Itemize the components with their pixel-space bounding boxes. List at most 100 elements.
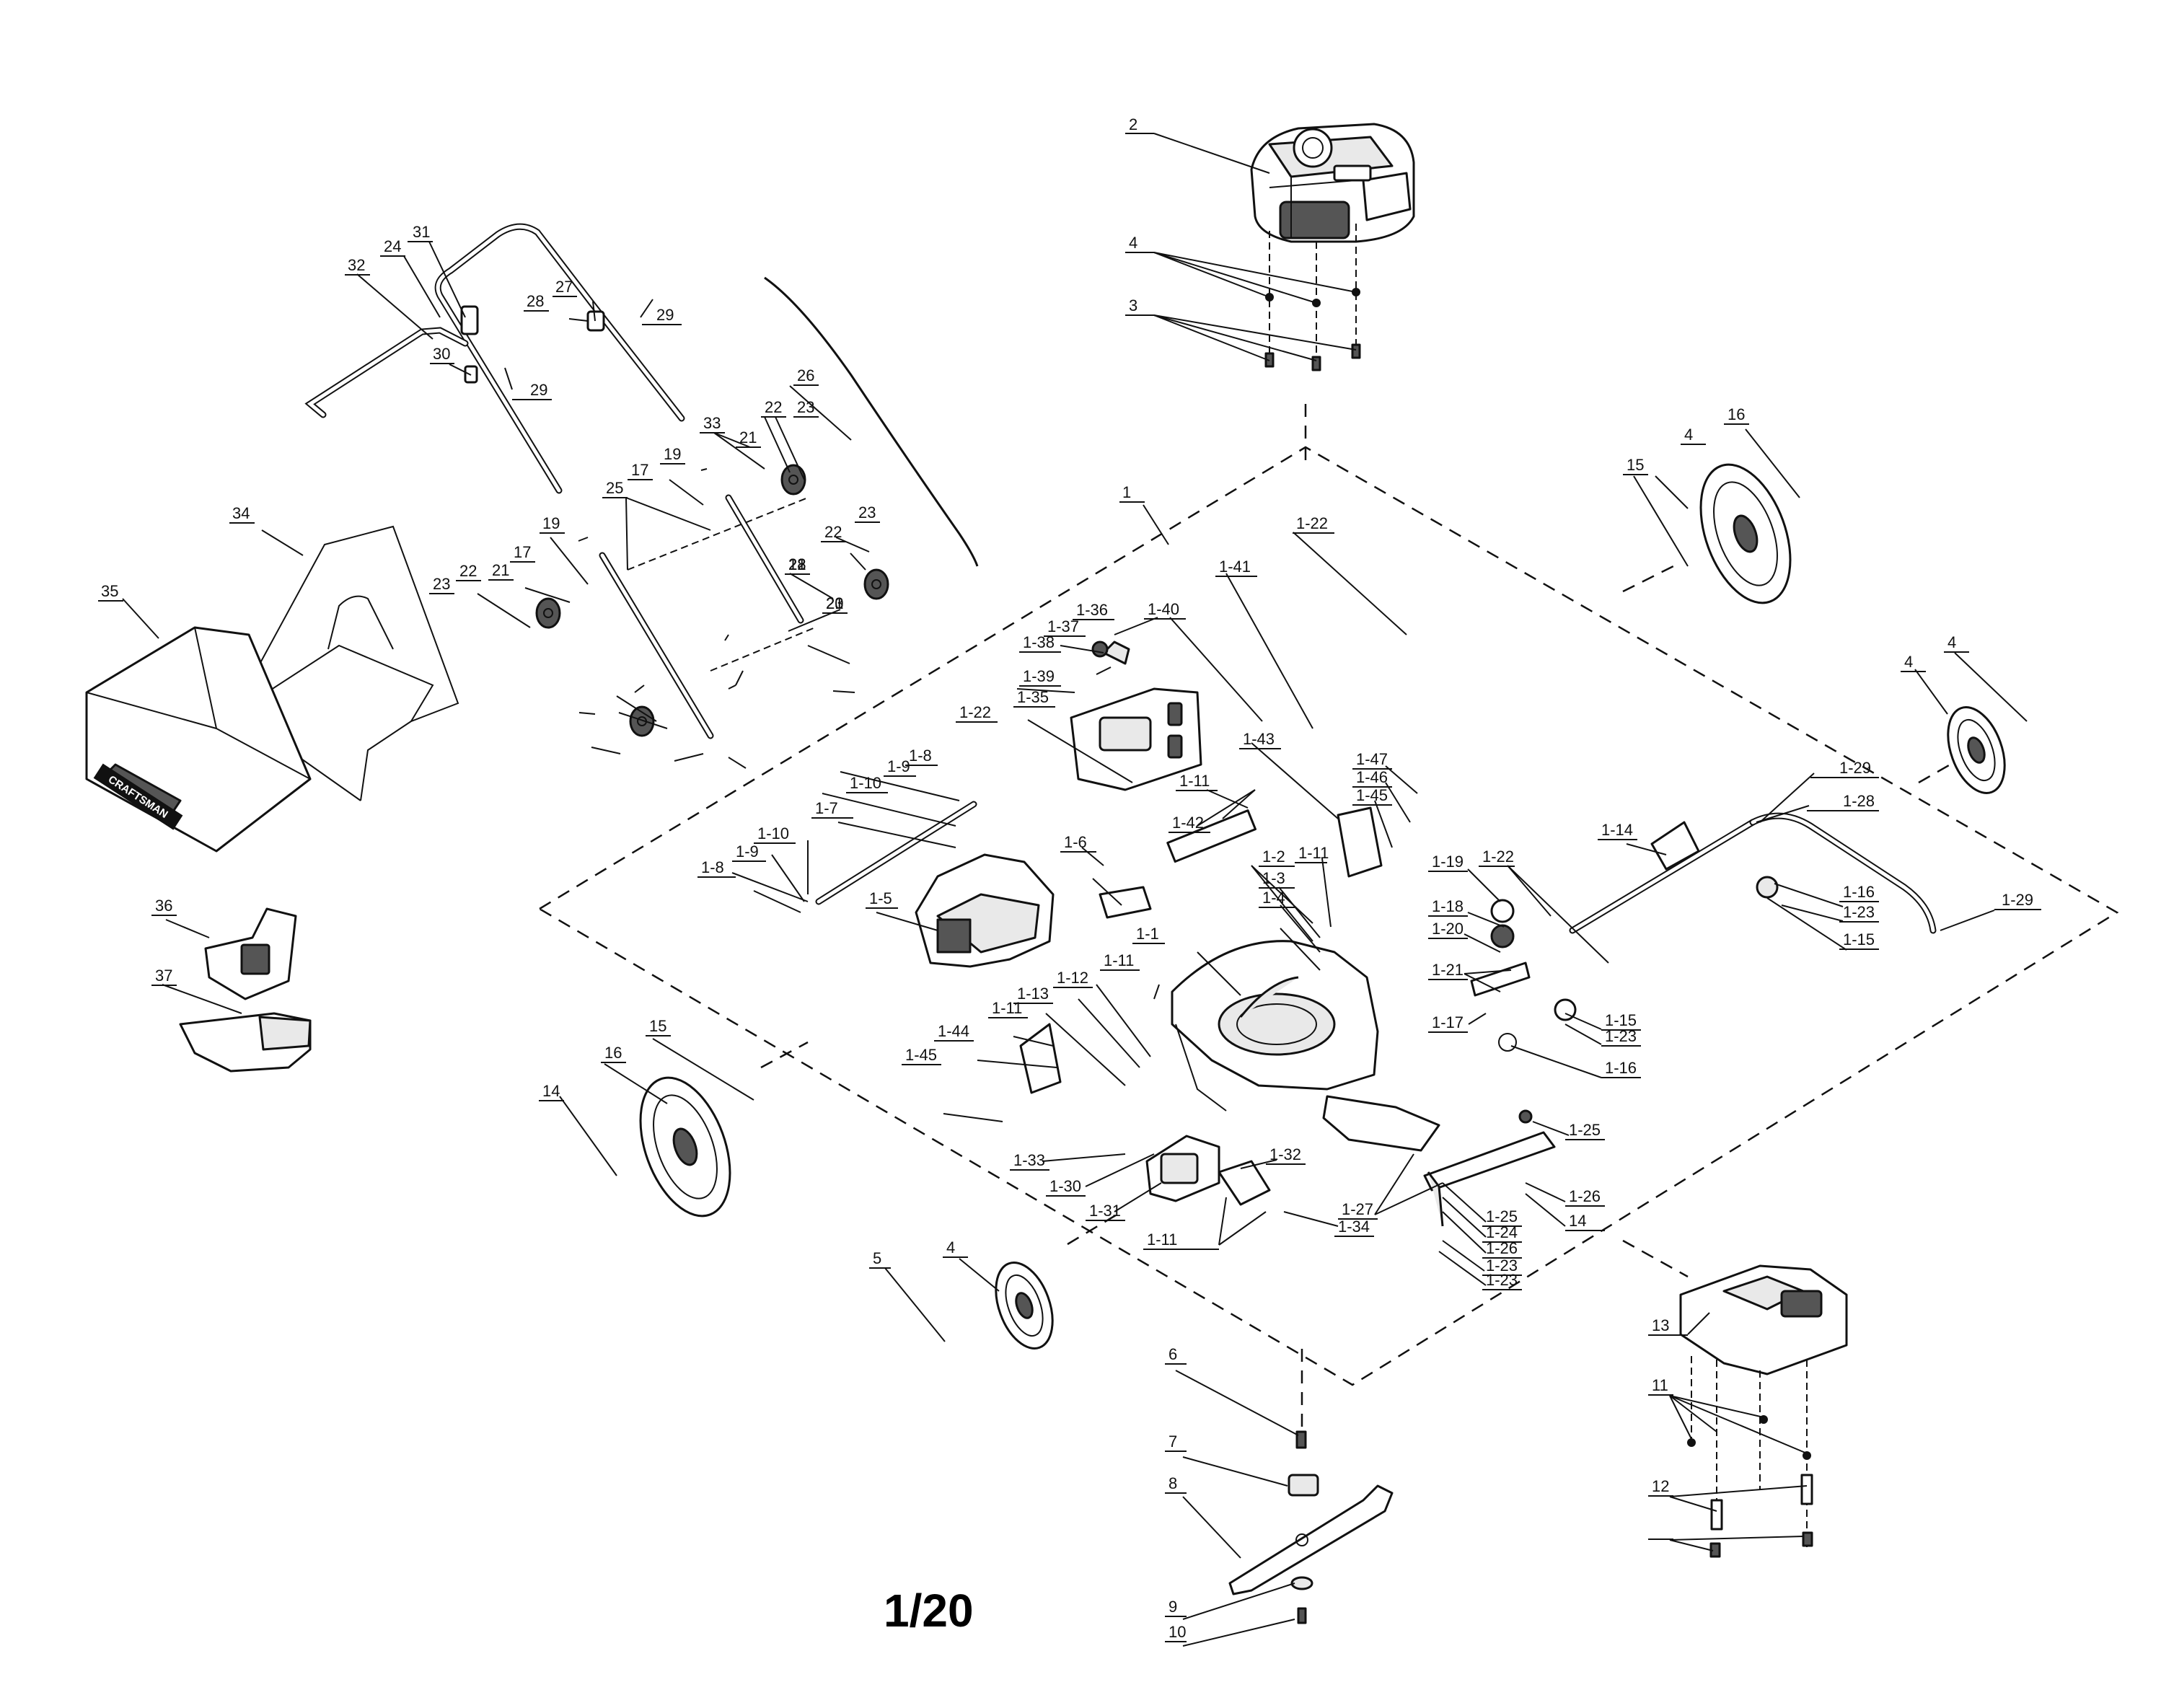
mulch-plug-part <box>204 907 297 1000</box>
callout-label: 1-22 <box>1296 514 1328 532</box>
callout-label: 4 <box>1684 426 1693 444</box>
callout-label: 1-36 <box>1076 601 1108 619</box>
callout-label: 4 <box>1904 653 1913 671</box>
callout-label: 1-45 <box>905 1046 937 1064</box>
callout-label: 23 <box>433 575 450 593</box>
callout-label: 18 <box>788 555 806 573</box>
callout-label: 1-23 <box>1605 1027 1637 1045</box>
callout-label: 1-29 <box>1839 759 1871 777</box>
callout-label: 1-16 <box>1605 1059 1637 1077</box>
engine-part <box>1250 123 1415 243</box>
callout-label: 17 <box>514 543 531 561</box>
blade-part <box>1228 1430 1394 1624</box>
callout-label: 21 <box>826 594 843 612</box>
callout-label: 30 <box>433 345 450 363</box>
callout-label: 1-28 <box>1843 792 1875 810</box>
grass-bag-part <box>85 626 312 853</box>
front-gear-parts <box>1470 899 1577 1052</box>
callout-label: 1-25 <box>1569 1121 1601 1139</box>
callout-label: 1-33 <box>1013 1151 1045 1169</box>
callout-label: 1-23 <box>1843 903 1875 921</box>
front-cover-fasteners <box>1687 1356 1813 1558</box>
handle-knobs <box>535 464 889 737</box>
callout-label: 8 <box>1168 1474 1177 1492</box>
side-discharge-chute-part <box>179 1012 312 1073</box>
callout-label: 1-23 <box>1486 1256 1518 1275</box>
callout-label: 35 <box>101 582 118 600</box>
upper-handle-part <box>434 223 685 494</box>
callout-label: 20 <box>826 594 843 612</box>
callout-label: 24 <box>384 237 401 255</box>
callout-label: 22 <box>788 555 806 573</box>
callout-label: 34 <box>232 504 250 522</box>
callout-label: 29 <box>530 381 547 399</box>
callout-label: 1-24 <box>1486 1223 1518 1241</box>
front-axle-part <box>1569 812 1937 934</box>
callout-label: 21 <box>788 555 806 573</box>
callout-label: 29 <box>656 306 674 324</box>
callout-label: 26 <box>797 366 814 384</box>
callout-label: 10 <box>1168 1623 1186 1641</box>
callout-label: 32 <box>348 256 365 274</box>
callout-label: 1-26 <box>1486 1239 1518 1257</box>
callout-label: 1-11 <box>1298 844 1329 862</box>
callout-label: 12 <box>1652 1477 1669 1495</box>
callout-label: 7 <box>1168 1432 1177 1451</box>
front-cover-part <box>1679 1264 1848 1375</box>
callout-label: 1-8 <box>701 858 724 876</box>
callout-label: 1-1 <box>1136 925 1159 943</box>
deck-assembly-outline <box>537 404 2119 1443</box>
rear-baffle-part <box>915 853 1055 968</box>
height-adjuster-part <box>1019 806 1383 1094</box>
callout-label: 1-14 <box>1601 821 1633 839</box>
callout-label: 36 <box>155 897 172 915</box>
callout-label: 1-15 <box>1843 930 1875 948</box>
callout-label: 17 <box>631 461 648 479</box>
callout-label: 23 <box>797 398 814 416</box>
callout-label: 1-23 <box>1486 1271 1518 1289</box>
callout-label: 1-5 <box>869 889 892 907</box>
callout-label: 25 <box>606 479 623 497</box>
callout-label: 4 <box>946 1238 955 1256</box>
callout-label: 1-45 <box>1356 786 1388 804</box>
callout-label: 1-4 <box>1262 889 1285 907</box>
callout-label: 1-29 <box>2002 891 2033 909</box>
callout-label: 16 <box>1728 405 1745 423</box>
lower-handle-part <box>599 494 816 739</box>
callout-label: 1-31 <box>1089 1202 1121 1220</box>
callout-label: 1-32 <box>1269 1145 1301 1163</box>
callout-label: 6 <box>1168 1345 1177 1363</box>
callout-label: 1-22 <box>1482 848 1514 866</box>
callout-label: 1-10 <box>850 774 881 792</box>
callout-labels: 2 4 3 31 24 32 28 27 29 30 29 26 22 23 3… <box>98 115 2041 1642</box>
front-wheel-right-part <box>1947 706 2006 794</box>
callout-label: 1-47 <box>1356 750 1388 768</box>
mower-deck-part <box>1171 940 1440 1152</box>
callout-label: 1-41 <box>1219 558 1251 576</box>
callout-label: 1-3 <box>1262 869 1285 887</box>
callout-label: 1-17 <box>1432 1013 1464 1031</box>
page-number: 1/20 <box>884 1585 974 1637</box>
callout-label: 23 <box>826 594 843 612</box>
callout-label: 1-19 <box>1432 853 1464 871</box>
callout-label: 1-10 <box>757 824 789 842</box>
callout-label: 1-38 <box>1023 633 1055 651</box>
callout-label: 33 <box>703 414 721 432</box>
callout-label: 1-34 <box>1338 1218 1370 1236</box>
callout-label: 1-16 <box>1843 883 1875 901</box>
leader-lines <box>122 133 2028 1647</box>
callout-label: 37 <box>155 967 172 985</box>
callout-label: 15 <box>1627 456 1644 474</box>
callout-label: 15 <box>649 1017 666 1035</box>
callout-label: 22 <box>765 398 782 416</box>
drive-cable-part <box>764 276 979 567</box>
callout-label: 1-15 <box>1605 1011 1637 1029</box>
callout-label: 22 <box>459 562 477 580</box>
callout-label: 21 <box>492 561 509 579</box>
rear-wheel-cover-part <box>1145 1135 1271 1206</box>
throttle-lever-part <box>1091 640 1130 665</box>
callout-label: 1-18 <box>1432 897 1464 915</box>
callout-label: 13 <box>1652 1316 1669 1334</box>
callout-label: 1-6 <box>1064 833 1087 851</box>
